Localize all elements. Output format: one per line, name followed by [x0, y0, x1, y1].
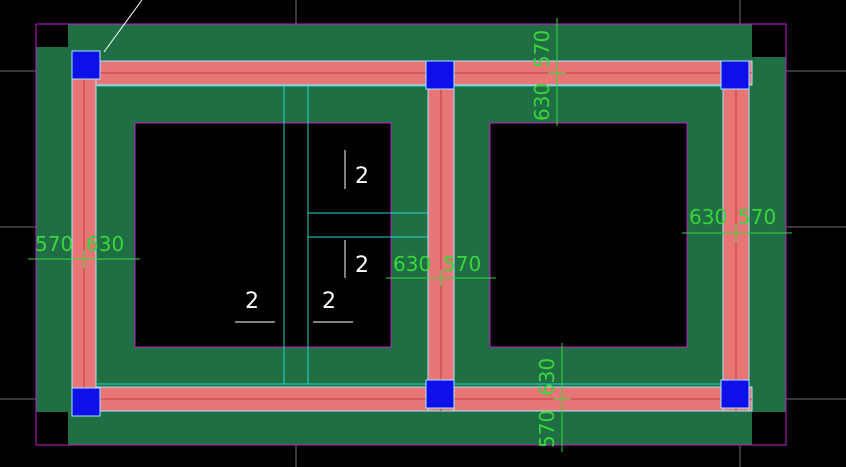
- dimension-570-top: 570: [530, 30, 554, 68]
- section-mark-bottom-right: 2: [322, 289, 336, 314]
- section-mark-lines: [235, 150, 353, 323]
- dimension-630-middle: 630: [393, 252, 431, 276]
- slab-outline: [35, 23, 787, 446]
- opening-left[interactable]: [134, 122, 392, 348]
- column-bottom-right: [720, 379, 750, 409]
- column-bottom-middle: [425, 379, 455, 409]
- dimension-570-left: 570: [35, 232, 73, 256]
- section-cut-lines: [97, 85, 722, 385]
- columns[interactable]: [71, 50, 750, 417]
- opening-right[interactable]: [489, 122, 688, 348]
- dimension-lines: [28, 18, 792, 452]
- foundation-slab[interactable]: [36, 24, 786, 445]
- dimension-630-top: 630: [530, 83, 554, 121]
- column-top-right: [720, 60, 750, 90]
- dimension-570-middle: 570: [443, 252, 481, 276]
- dimension-570-right: 570: [738, 205, 776, 229]
- column-top-middle: [425, 60, 455, 90]
- dimension-630-right: 630: [689, 205, 727, 229]
- section-mark-bottom-left: 2: [245, 289, 259, 314]
- section-mark-upper-right: 2: [355, 164, 369, 189]
- leader-line: [103, 0, 143, 53]
- dimension-630-bottom: 630: [535, 358, 559, 396]
- column-top-left: [71, 50, 101, 80]
- dimension-570-bottom: 570: [535, 410, 559, 448]
- section-mark-lower-right: 2: [355, 253, 369, 278]
- dimension-630-left: 630: [86, 232, 124, 256]
- column-bottom-left: [71, 387, 101, 417]
